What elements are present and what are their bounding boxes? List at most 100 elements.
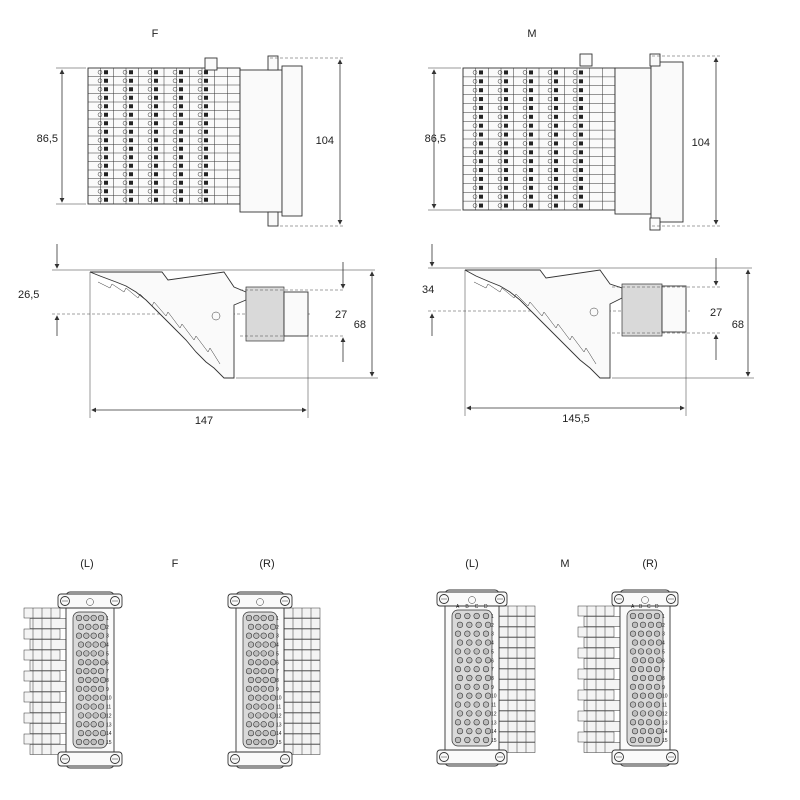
row-number: 11 (491, 703, 496, 709)
contact-pin (247, 712, 255, 719)
contact-pin (473, 719, 480, 726)
side-profile-f (89, 271, 247, 379)
contact-pin (655, 639, 663, 646)
contact-pin (629, 648, 637, 655)
contact-pin (482, 630, 490, 637)
contact-pin (267, 614, 275, 622)
row-number: 1 (106, 616, 109, 622)
contact-pin (253, 614, 260, 622)
contact-pin (464, 648, 471, 655)
contact-pin (466, 674, 473, 682)
dim-text-27-m: 27 (710, 307, 722, 319)
contact-pin (83, 668, 90, 675)
contact-pin (85, 659, 92, 666)
contact-pin (99, 659, 107, 666)
contact-pin (475, 692, 482, 699)
row-number: 10 (491, 694, 497, 700)
contact-pin (253, 685, 260, 692)
contact-pin (464, 630, 471, 637)
contact-pin (245, 738, 253, 746)
contact-pin (260, 738, 267, 746)
contact-pin (90, 703, 97, 710)
contact-pin (484, 639, 492, 646)
contact-pin (637, 612, 645, 620)
row-number: 8 (491, 676, 494, 682)
column-letter: D (655, 604, 659, 610)
row-number: 7 (491, 667, 494, 673)
contact-pin (454, 612, 462, 620)
contact-pin (92, 623, 99, 630)
contact-pin (482, 736, 490, 744)
row-number: 4 (662, 641, 665, 647)
contact-pin (85, 623, 92, 630)
contact-pin (253, 703, 260, 710)
contact-pin (645, 666, 653, 673)
row-number: 13 (491, 720, 497, 726)
row-number: 3 (106, 634, 109, 640)
contact-pin (83, 632, 90, 639)
contact-pin (99, 694, 107, 701)
contact-pin (247, 730, 255, 737)
contact-pin (97, 685, 105, 692)
row-number: 2 (662, 623, 665, 629)
contact-pin (85, 712, 92, 719)
column-letter: B (465, 604, 469, 610)
contact-pin (639, 674, 647, 682)
contact-pin (466, 728, 473, 735)
contact-pin (473, 612, 480, 620)
contact-pin (456, 710, 464, 717)
contact-pin (262, 659, 269, 666)
ground-icon (86, 598, 94, 606)
contact-pin (269, 623, 277, 630)
contact-pin (647, 710, 655, 717)
contact-pin (475, 621, 482, 628)
dim-text-68-f: 68 (354, 319, 366, 331)
contact-pin (653, 719, 661, 726)
contact-pin (269, 712, 277, 719)
ground-icon (468, 596, 476, 604)
contact-pin (77, 694, 85, 701)
row-number: 14 (106, 731, 112, 737)
contact-pin (466, 639, 473, 646)
contact-pin (247, 659, 255, 666)
contact-pin (482, 666, 490, 673)
contact-pin (629, 719, 637, 726)
contact-pin (637, 683, 645, 690)
contact-pin (245, 685, 253, 692)
contact-pin (245, 632, 253, 639)
row-number: 14 (491, 729, 497, 735)
column-letter: B (639, 604, 643, 610)
dim-text-145-5: 145,5 (562, 413, 590, 425)
contact-pin (473, 630, 480, 637)
dim-text-34-m: 34 (422, 284, 434, 296)
top-view-f-label: F (152, 28, 159, 40)
contact-pin (475, 674, 482, 682)
contact-pin (475, 639, 482, 646)
contact-pin (456, 692, 464, 699)
row-number: 11 (662, 703, 667, 709)
contact-pin (637, 666, 645, 673)
ground-icon (641, 596, 649, 604)
dim-text-104-f: 104 (316, 135, 334, 147)
side-insert-f (245, 286, 285, 342)
contact-pin (653, 648, 661, 655)
connector-housing-f (239, 69, 283, 213)
contact-pin (85, 730, 92, 737)
contact-pin (637, 630, 645, 637)
contact-pin (484, 621, 492, 628)
row-number: 1 (491, 614, 494, 620)
contact-pin (454, 701, 462, 708)
contact-pin (647, 621, 655, 628)
contact-pin (85, 641, 92, 648)
contact-pin (484, 710, 492, 717)
dim-text-27-f: 27 (335, 309, 347, 321)
row-number: 3 (276, 634, 279, 640)
contact-pin (90, 614, 97, 622)
dim-text-26-5-f: 26,5 (18, 289, 39, 301)
row-number: 4 (276, 643, 279, 649)
contact-pin (484, 674, 492, 682)
contact-pin (99, 730, 107, 737)
contact-pin (253, 632, 260, 639)
row-number: 2 (491, 623, 494, 629)
